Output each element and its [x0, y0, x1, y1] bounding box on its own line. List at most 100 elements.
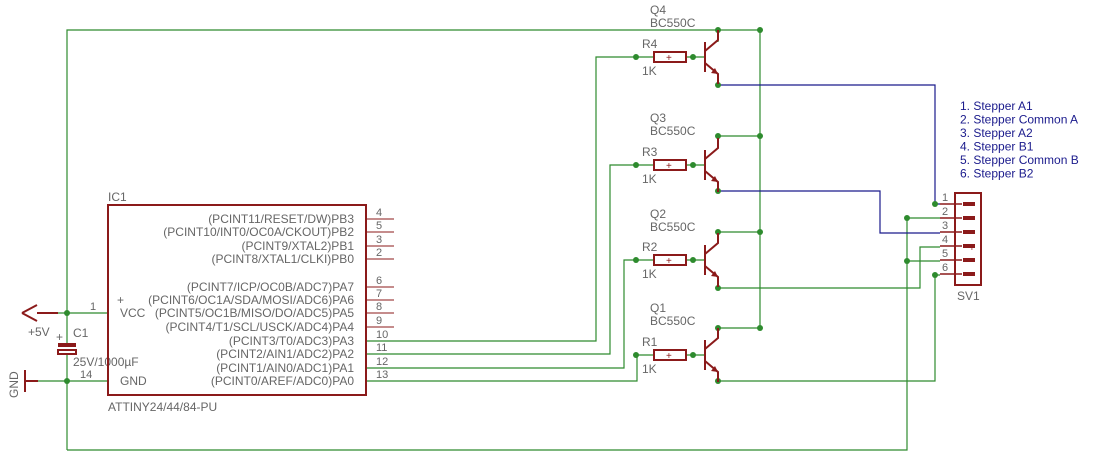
- resistor-ref-r3: R3: [642, 145, 658, 159]
- junction-r4: [633, 54, 639, 60]
- ic1-pin-name-6: (PCINT7/ICP/OC0B/ADC7)PA7: [187, 280, 354, 294]
- ic1-pin-num-9: 9: [376, 315, 382, 327]
- sv1-legend-item: 5. Stepper Common B: [960, 153, 1079, 167]
- sv1-pin-num-4: 4: [942, 234, 948, 246]
- sv1-pin-num-5: 5: [942, 248, 948, 260]
- ic1-value: ATTINY24/44/84-PU: [108, 400, 217, 414]
- junction-vcc: [64, 310, 70, 316]
- transistor-ref-q1: Q1: [650, 301, 666, 315]
- connector-sv1: SV1 +: [954, 192, 982, 303]
- supply-arrow-icon: [21, 304, 58, 322]
- transistor-arrow-icon: [711, 366, 718, 372]
- junction-gnd: [64, 378, 70, 384]
- junction-q4-e: [715, 82, 721, 88]
- resistor-ref-r2: R2: [642, 240, 658, 254]
- junction-r2: [633, 257, 639, 263]
- sv1-legend-item: 3. Stepper A2: [960, 126, 1033, 140]
- sv1-legend-item: 1. Stepper A1: [960, 99, 1033, 113]
- q2-emitter-wire: [718, 246, 940, 289]
- junction-q3-col: [715, 133, 721, 139]
- transistor-value-q3: BC550C: [650, 124, 696, 138]
- pa2-wire: [366, 164, 654, 355]
- ic1-pin-num-8: 8: [376, 301, 382, 313]
- sv1-pin-num-1: 1: [942, 192, 948, 204]
- ic1-pin-name-13: (PCINT0/AREF/ADC0)PA0: [211, 374, 354, 388]
- ic1-ref: IC1: [108, 190, 127, 204]
- supply-symbol: +5V: [21, 304, 58, 339]
- transistor-arrow-icon: [711, 176, 718, 182]
- sv1-ref: SV1: [957, 289, 980, 303]
- resistor-body-r3: [653, 159, 687, 171]
- resistor-value-r4: 1K: [642, 64, 657, 78]
- ic1-body: [107, 204, 367, 396]
- transistor-ref-q2: Q2: [650, 207, 666, 221]
- ic1-pin-name-5: (PCINT10/INT0/OC0A/CKOUT)PB2: [163, 225, 354, 239]
- pa1-wire: [366, 259, 654, 369]
- transistor-collector-lead: [704, 233, 719, 255]
- junction-r3: [633, 162, 639, 168]
- transistor-ref-q4: Q4: [650, 3, 666, 17]
- ic1-pin-name-gnd: GND: [120, 374, 147, 388]
- ic1-pin-num-6: 6: [376, 275, 382, 287]
- ic1-pin-num-2: 2: [376, 247, 382, 259]
- ground-label: GND: [7, 371, 21, 398]
- q3-emitter-wire: [718, 190, 940, 234]
- transistor-arrow-icon: [711, 271, 718, 277]
- ic1-vcc-plus: +: [117, 293, 124, 307]
- ic1-pin-num-14: 14: [80, 369, 92, 381]
- ground-bar-icon: [24, 370, 38, 392]
- ic1-chip: IC1 ATTINY24/44/84-PU + 1 VCC 14 GND: [80, 190, 367, 414]
- resistor-value-r2: 1K: [642, 267, 657, 281]
- resistor-value-r1: 1K: [642, 362, 657, 376]
- ic1-pin-num-7: 7: [376, 288, 382, 300]
- sv1-pin-num-2: 2: [942, 206, 948, 218]
- sv1-pin-num-3: 3: [942, 220, 948, 232]
- resistor-ref-r4: R4: [642, 37, 658, 51]
- junction-r2-b: [690, 257, 696, 263]
- junctions: [64, 27, 938, 384]
- pa3-wire: [366, 56, 654, 342]
- ic1-pin-name-9: (PCINT4/T1/SCL/USCK/ADC4)PA4: [166, 320, 355, 334]
- transistor-collector-lead: [704, 138, 719, 160]
- junction-sv1-1: [932, 201, 938, 207]
- transistor-value-q1: BC550C: [650, 314, 696, 328]
- sv1-pin-contact-1: [963, 202, 975, 206]
- ic1-pin-name-vcc: VCC: [120, 306, 146, 320]
- ic1-pin-name-7: (PCINT6/OC1A/SDA/MOSI/ADC6)PA6: [148, 293, 354, 307]
- sv1-pin-contact-6: [963, 272, 975, 276]
- ic1-pin-num-13: 13: [376, 369, 388, 381]
- ic1-pin-num-12: 12: [376, 356, 388, 368]
- transistor-ref-q3: Q3: [650, 111, 666, 125]
- junction-q3-c: [757, 133, 763, 139]
- capacitor-c1: + C1 25V/1000µF: [56, 326, 139, 369]
- resistor-mark: +: [666, 53, 672, 64]
- ic1-pin-num-10: 10: [376, 329, 388, 341]
- sv1-pin-contact-2: [963, 216, 975, 220]
- sv1-pin-contact-3: [963, 230, 975, 234]
- supply-label: +5V: [28, 325, 50, 339]
- resistor-body-r4: [653, 51, 687, 63]
- junction-q2-e: [715, 285, 721, 291]
- sv1-legend-item: 2. Stepper Common A: [960, 113, 1078, 127]
- junction-q2-col: [715, 229, 721, 235]
- vcc-rail-wire: [66, 29, 761, 328]
- resistor-mark: +: [666, 351, 672, 362]
- sv1-legend: 1. Stepper A12. Stepper Common A3. Stepp…: [960, 99, 1079, 181]
- q4-emitter-wire: [718, 84, 940, 205]
- resistor-ref-r1: R1: [642, 335, 658, 349]
- sv1-legend-item: 4. Stepper B1: [960, 140, 1034, 154]
- junction-r1-b: [690, 352, 696, 358]
- junction-q1-c: [757, 325, 763, 331]
- transistor-arrow-icon: [711, 68, 718, 74]
- cap-plate-bottom: [57, 349, 77, 355]
- transistor-collector-lead: [704, 30, 719, 52]
- pa0-wire: [366, 354, 654, 382]
- resistor-body-r1: [653, 349, 687, 361]
- ic1-pin-name-3: (PCINT9/XTAL2)PB1: [242, 239, 355, 253]
- ic1-pin-name-11: (PCINT2/AIN1/ADC2)PA2: [216, 347, 354, 361]
